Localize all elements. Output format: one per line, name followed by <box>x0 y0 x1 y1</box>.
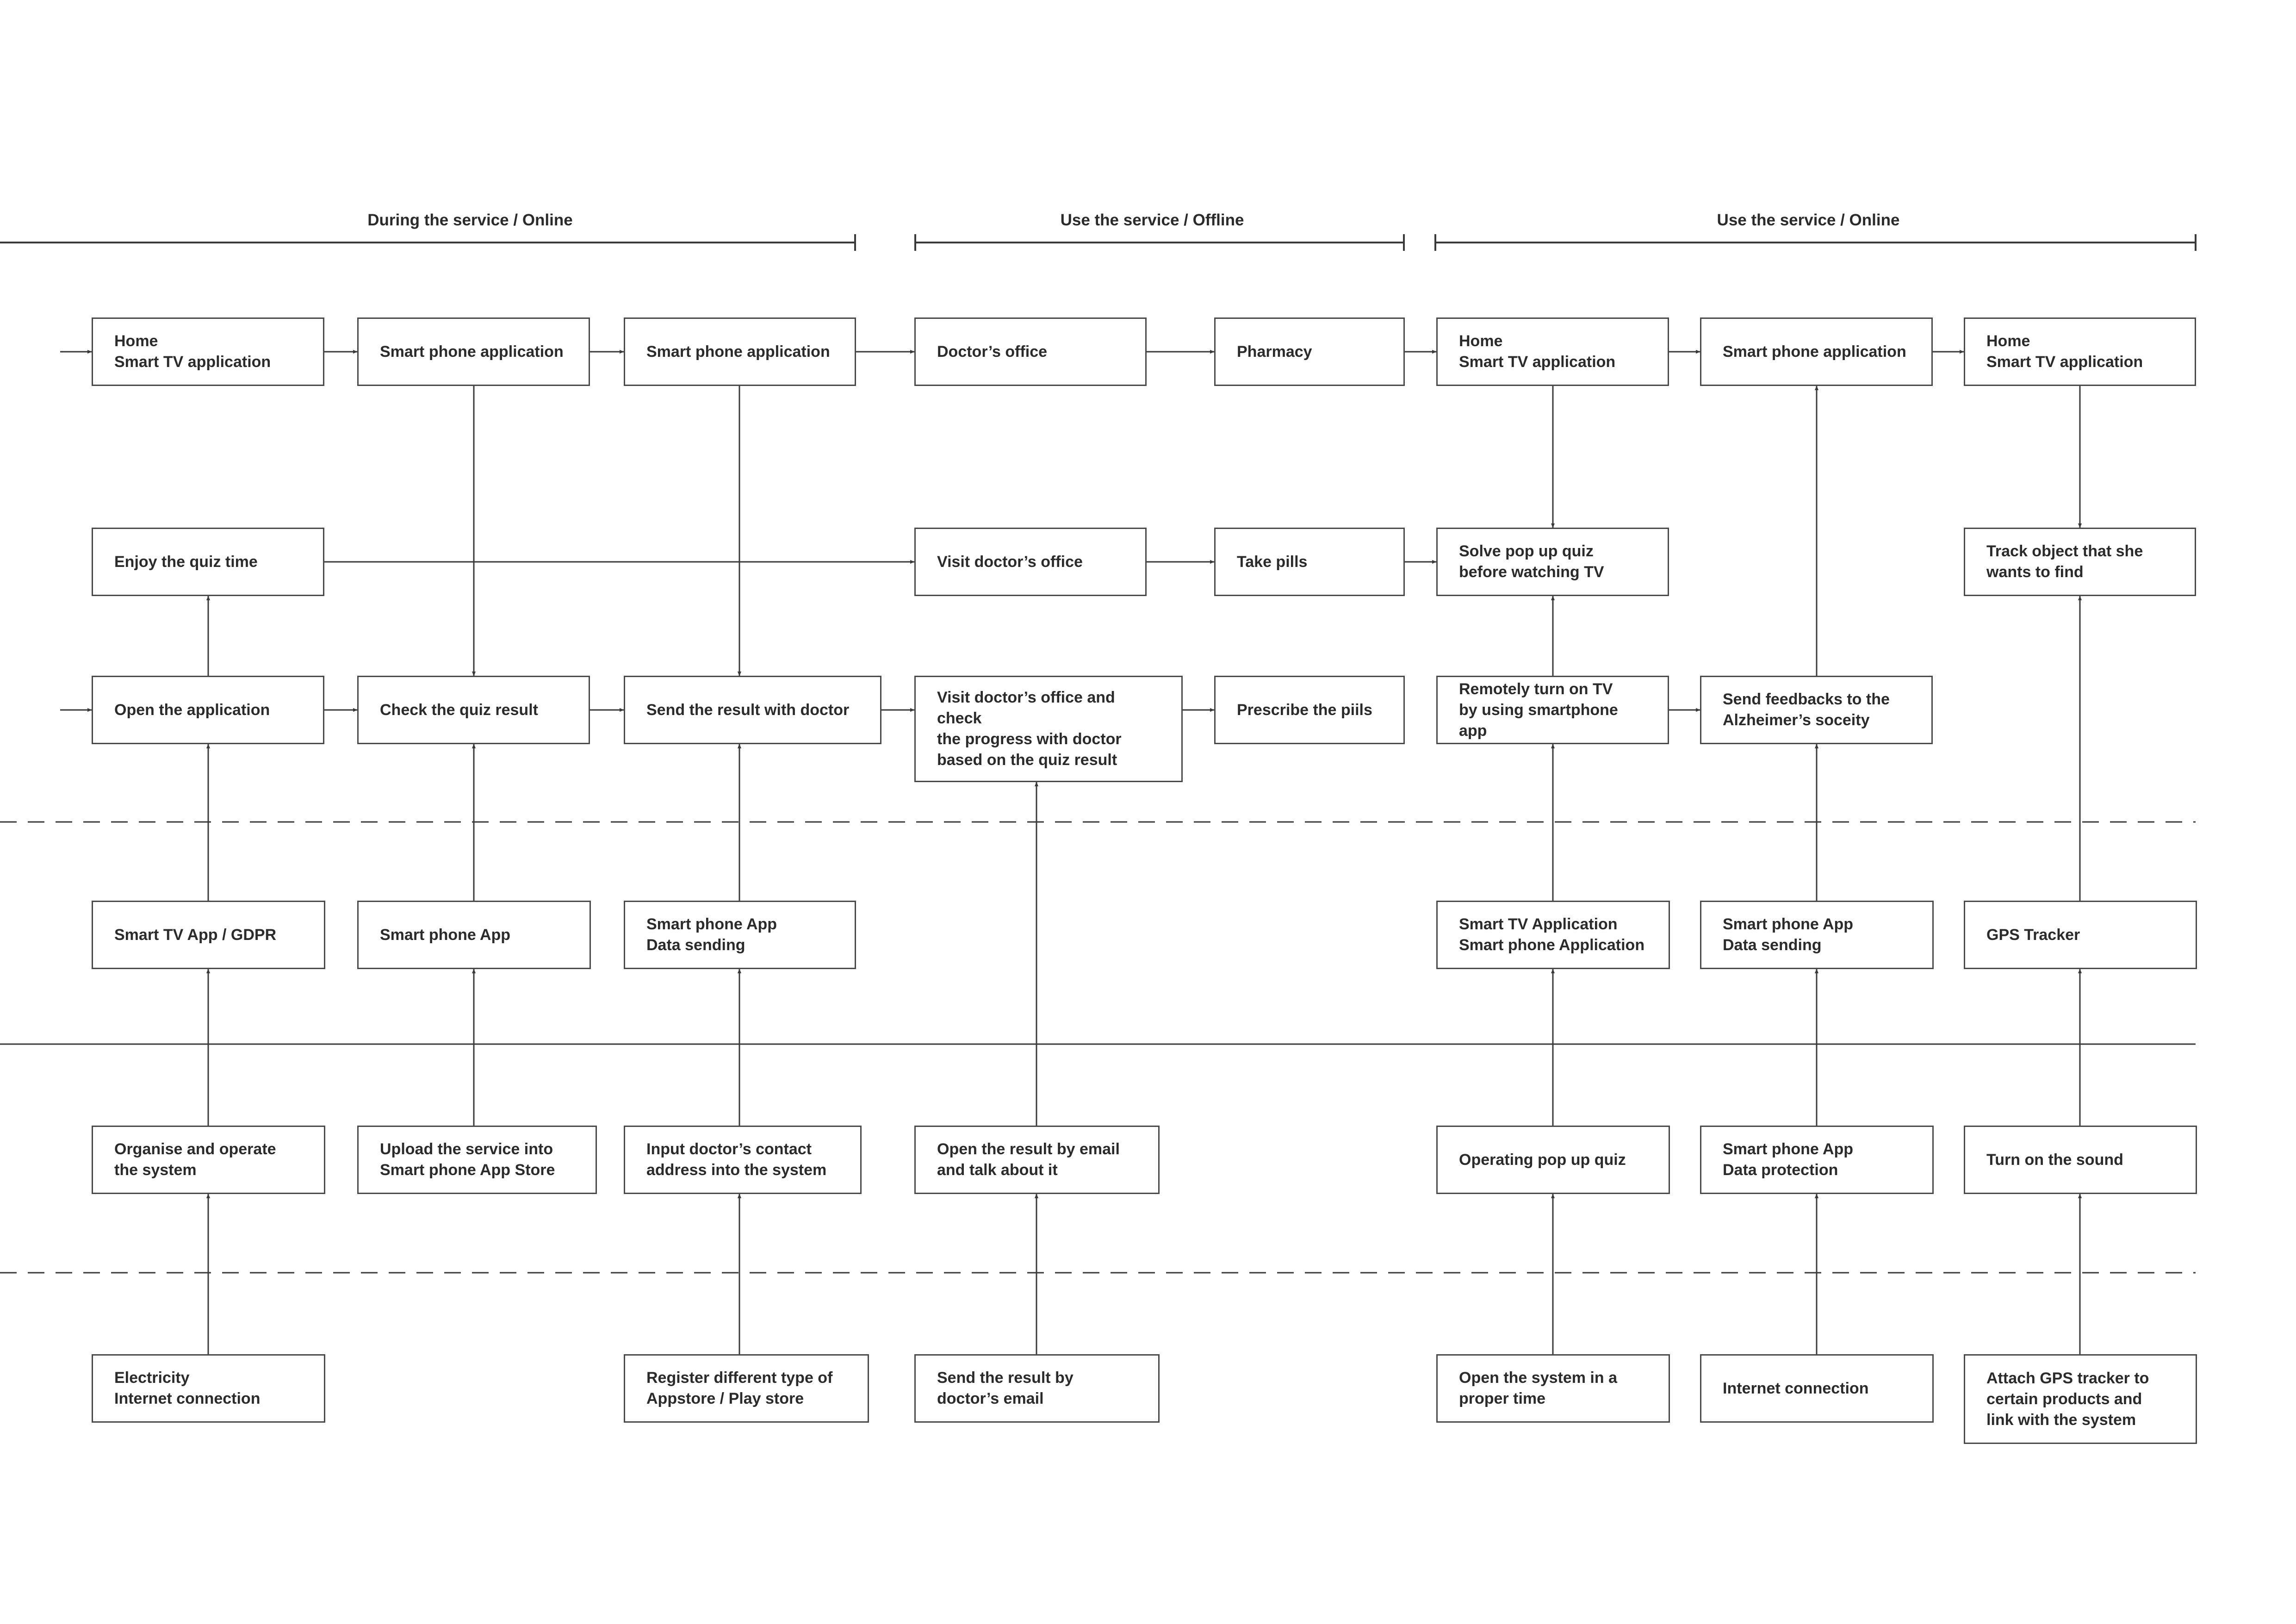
frontstage-send-result-with-doctor: Send the result with doctor <box>624 676 881 744</box>
backstage-smart-phone-app-data-sending: Smart phone App Data sending <box>624 901 856 969</box>
frontstage-open-application: Open the application <box>92 676 324 744</box>
support-input-doctor-contact: Input doctor’s contact address into the … <box>624 1126 862 1194</box>
backstage-smart-tv-and-phone-application: Smart TV Application Smart phone Applica… <box>1436 901 1670 969</box>
backstage-smart-phone-app-data-sending-2: Smart phone App Data sending <box>1700 901 1934 969</box>
infra-register-appstore-playstore: Register different type of Appstore / Pl… <box>624 1354 869 1423</box>
touchpoint-doctors-office: Doctor’s office <box>914 317 1147 386</box>
frontstage-check-quiz-result: Check the quiz result <box>357 676 590 744</box>
touchpoint-smart-phone-app-3: Smart phone application <box>1700 317 1933 386</box>
support-operating-pop-up-quiz: Operating pop up quiz <box>1436 1126 1670 1194</box>
support-smart-phone-app-data-protection: Smart phone App Data protection <box>1700 1126 1934 1194</box>
backstage-smart-tv-app-gdpr: Smart TV App / GDPR <box>92 901 325 969</box>
infra-send-result-by-email: Send the result by doctor’s email <box>914 1354 1160 1423</box>
action-visit-doctors-office: Visit doctor’s office <box>914 528 1147 596</box>
infra-open-system-proper-time: Open the system in a proper time <box>1436 1354 1670 1423</box>
action-solve-pop-up-quiz: Solve pop up quiz before watching TV <box>1436 528 1669 596</box>
backstage-smart-phone-app: Smart phone App <box>357 901 591 969</box>
frontstage-remotely-turn-on-tv: Remotely turn on TV by using smartphone … <box>1436 676 1669 744</box>
phase-label-use-offline: Use the service / Offline <box>1060 211 1244 229</box>
touchpoint-home-smart-tv-app-3: Home Smart TV application <box>1964 317 2196 386</box>
action-take-pills: Take pills <box>1214 528 1405 596</box>
touchpoint-home-smart-tv-app: Home Smart TV application <box>92 317 324 386</box>
backstage-gps-tracker: GPS Tracker <box>1964 901 2197 969</box>
touchpoint-pharmacy: Pharmacy <box>1214 317 1405 386</box>
frontstage-send-feedbacks: Send feedbacks to the Alzheimer’s soceit… <box>1700 676 1933 744</box>
infra-internet-connection: Internet connection <box>1700 1354 1934 1423</box>
action-track-object: Track object that she wants to find <box>1964 528 2196 596</box>
phase-label-during-online: During the service / Online <box>367 211 573 229</box>
touchpoint-home-smart-tv-app-2: Home Smart TV application <box>1436 317 1669 386</box>
frontstage-visit-doctor-check-progress: Visit doctor’s office and check the prog… <box>914 676 1183 782</box>
touchpoint-smart-phone-app-2: Smart phone application <box>624 317 856 386</box>
infra-electricity-internet: Electricity Internet connection <box>92 1354 325 1423</box>
support-upload-to-app-store: Upload the service into Smart phone App … <box>357 1126 597 1194</box>
action-enjoy-quiz-time: Enjoy the quiz time <box>92 528 324 596</box>
support-open-result-by-email: Open the result by email and talk about … <box>914 1126 1160 1194</box>
support-organise-operate-system: Organise and operate the system <box>92 1126 325 1194</box>
phase-label-use-online: Use the service / Online <box>1717 211 1900 229</box>
support-turn-on-sound: Turn on the sound <box>1964 1126 2197 1194</box>
infra-attach-gps-tracker: Attach GPS tracker to certain products a… <box>1964 1354 2197 1444</box>
frontstage-prescribe-pills: Prescribe the piils <box>1214 676 1405 744</box>
touchpoint-smart-phone-app: Smart phone application <box>357 317 590 386</box>
